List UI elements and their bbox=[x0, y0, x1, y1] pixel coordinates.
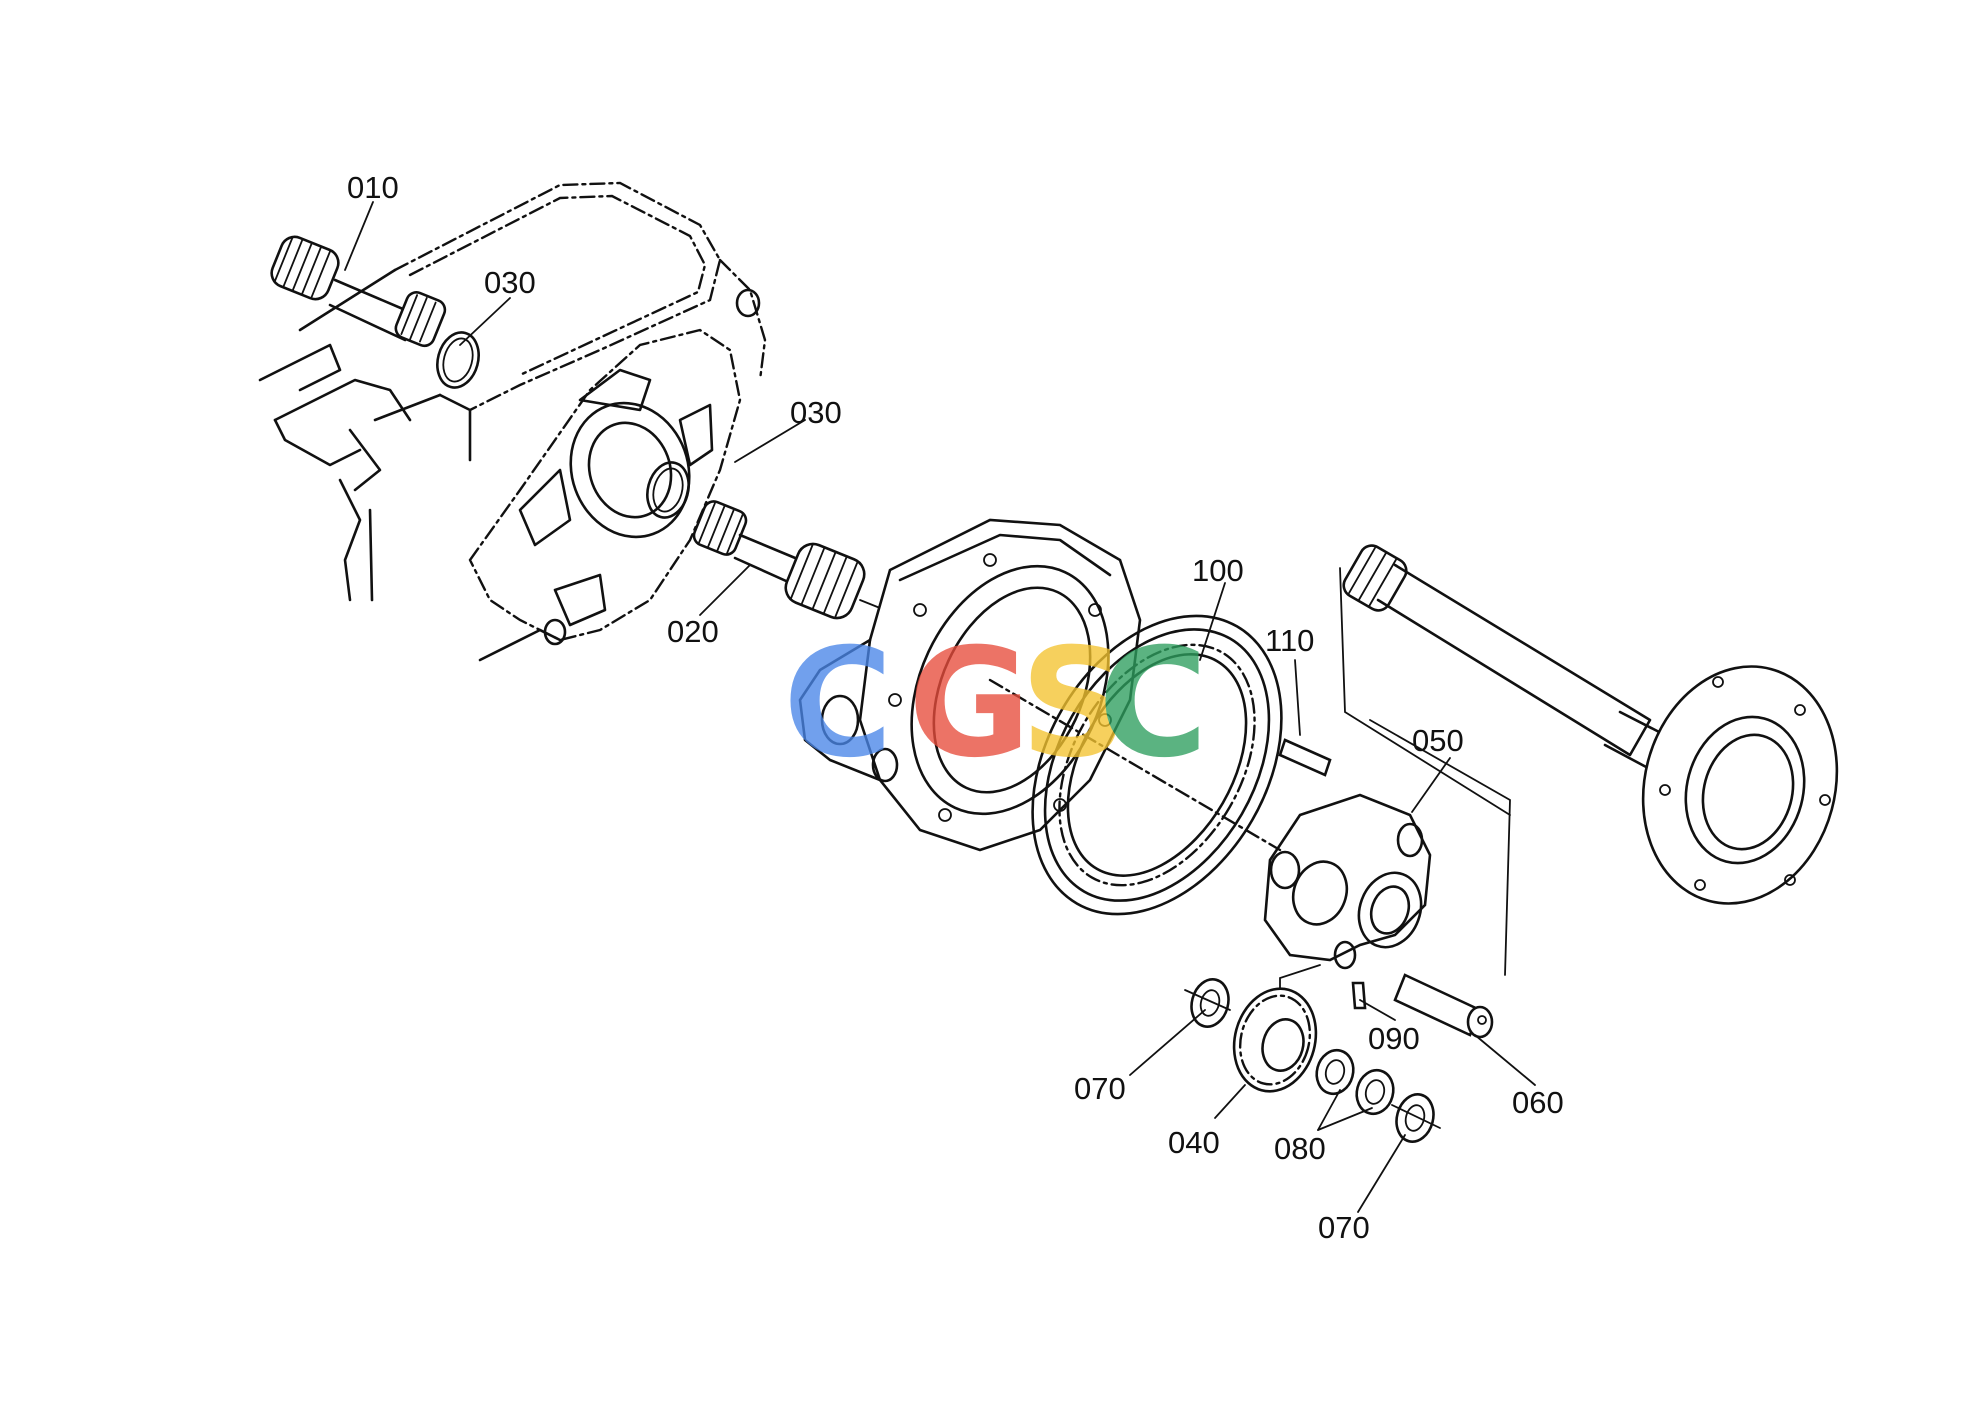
planet-shaft-060 bbox=[1393, 973, 1494, 1039]
pinion-shaft-020 bbox=[692, 500, 886, 620]
callout-labels: 010 030 030 020 100 110 050 090 060 070 … bbox=[347, 170, 1564, 1245]
pin-090 bbox=[1351, 981, 1367, 1010]
thrust-washer-070-upper bbox=[1184, 978, 1231, 1028]
planet-gear-040 bbox=[1232, 987, 1318, 1093]
thrust-washer-070-lower bbox=[1391, 1093, 1441, 1143]
cgsc-watermark: C G S C bbox=[783, 617, 1208, 791]
callout-030-upper: 030 bbox=[484, 265, 536, 300]
ring-gear-100 bbox=[1031, 614, 1283, 916]
transmission-case bbox=[258, 181, 767, 602]
pin-110 bbox=[1278, 738, 1332, 777]
callout-040: 040 bbox=[1168, 1125, 1220, 1160]
axle-shaft bbox=[1342, 544, 1839, 905]
watermark-letter-g: G bbox=[908, 617, 1031, 791]
callout-080: 080 bbox=[1274, 1131, 1326, 1166]
callout-110: 110 bbox=[1265, 623, 1314, 658]
snap-ring-030-lower bbox=[646, 461, 690, 519]
watermark-letter-c: C bbox=[783, 617, 893, 791]
callout-050: 050 bbox=[1412, 723, 1464, 758]
callout-030-lower: 030 bbox=[790, 395, 842, 430]
input-shaft-010 bbox=[270, 235, 447, 348]
callout-070-lower: 070 bbox=[1318, 1210, 1370, 1245]
callout-100: 100 bbox=[1192, 553, 1244, 588]
planet-carrier-050 bbox=[1263, 793, 1432, 970]
callout-070-upper: 070 bbox=[1074, 1071, 1126, 1106]
callout-020: 020 bbox=[667, 614, 719, 649]
watermark-letter-c2: C bbox=[1098, 617, 1208, 791]
callout-060: 060 bbox=[1512, 1085, 1564, 1120]
callout-010: 010 bbox=[347, 170, 399, 205]
watermark-letter-s: S bbox=[1020, 617, 1128, 791]
housing-plate bbox=[468, 328, 742, 662]
leader-lines bbox=[344, 201, 1536, 1213]
callout-090: 090 bbox=[1368, 1021, 1420, 1056]
snap-ring-030-upper bbox=[436, 331, 480, 389]
needle-bearing-080 bbox=[1315, 1048, 1395, 1116]
